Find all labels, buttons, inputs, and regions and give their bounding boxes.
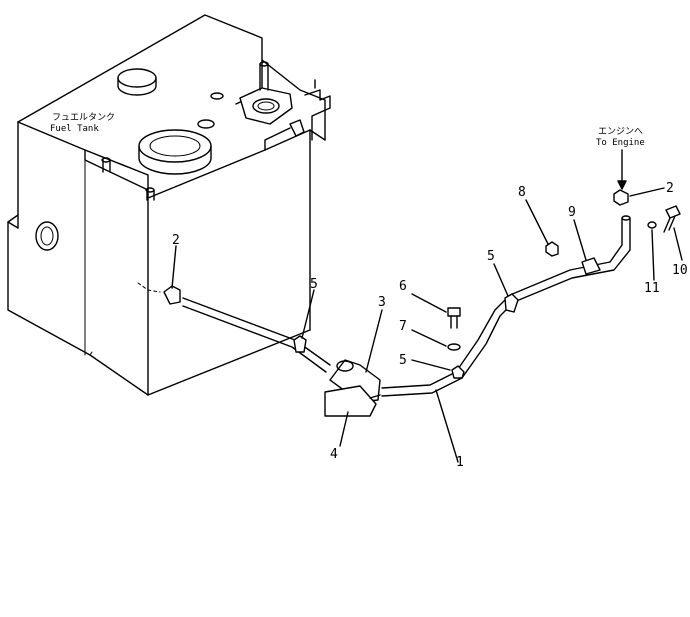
callout-5-mid: 5	[399, 353, 407, 368]
strainer-assembly	[324, 359, 381, 417]
callout-2-right: 2	[666, 181, 674, 196]
bolt-10	[663, 205, 681, 233]
fuel-tank	[7, 14, 331, 396]
tank-label-jp: フュエルタンク	[52, 112, 115, 123]
washer-11	[647, 221, 657, 229]
tank-outlet-fitting	[163, 285, 181, 305]
callout-9: 9	[568, 205, 576, 220]
callout-5-right: 5	[487, 249, 495, 264]
labels: フュエルタンク Fuel Tank エンジンへ To Engine 2 5 3 …	[50, 112, 688, 470]
nut	[545, 241, 559, 257]
callout-8: 8	[518, 185, 526, 200]
callout-10: 10	[672, 263, 688, 278]
callout-2-left: 2	[172, 233, 180, 248]
washer	[447, 343, 461, 351]
tank-label-en: Fuel Tank	[50, 124, 99, 134]
callout-11: 11	[644, 281, 660, 296]
engine-label-jp: エンジンへ	[598, 127, 643, 137]
callout-1: 1	[456, 455, 464, 470]
clamps	[293, 257, 601, 379]
fuel-hose	[182, 215, 631, 397]
leader-lines	[171, 149, 683, 463]
callout-5-left: 5	[310, 277, 318, 292]
engine-label-en: To Engine	[596, 138, 645, 148]
callout-6: 6	[399, 279, 407, 294]
engine-nut	[613, 189, 629, 206]
bolt	[447, 307, 461, 329]
callout-7: 7	[399, 319, 407, 334]
callout-4: 4	[330, 447, 338, 462]
callout-3: 3	[378, 295, 386, 310]
